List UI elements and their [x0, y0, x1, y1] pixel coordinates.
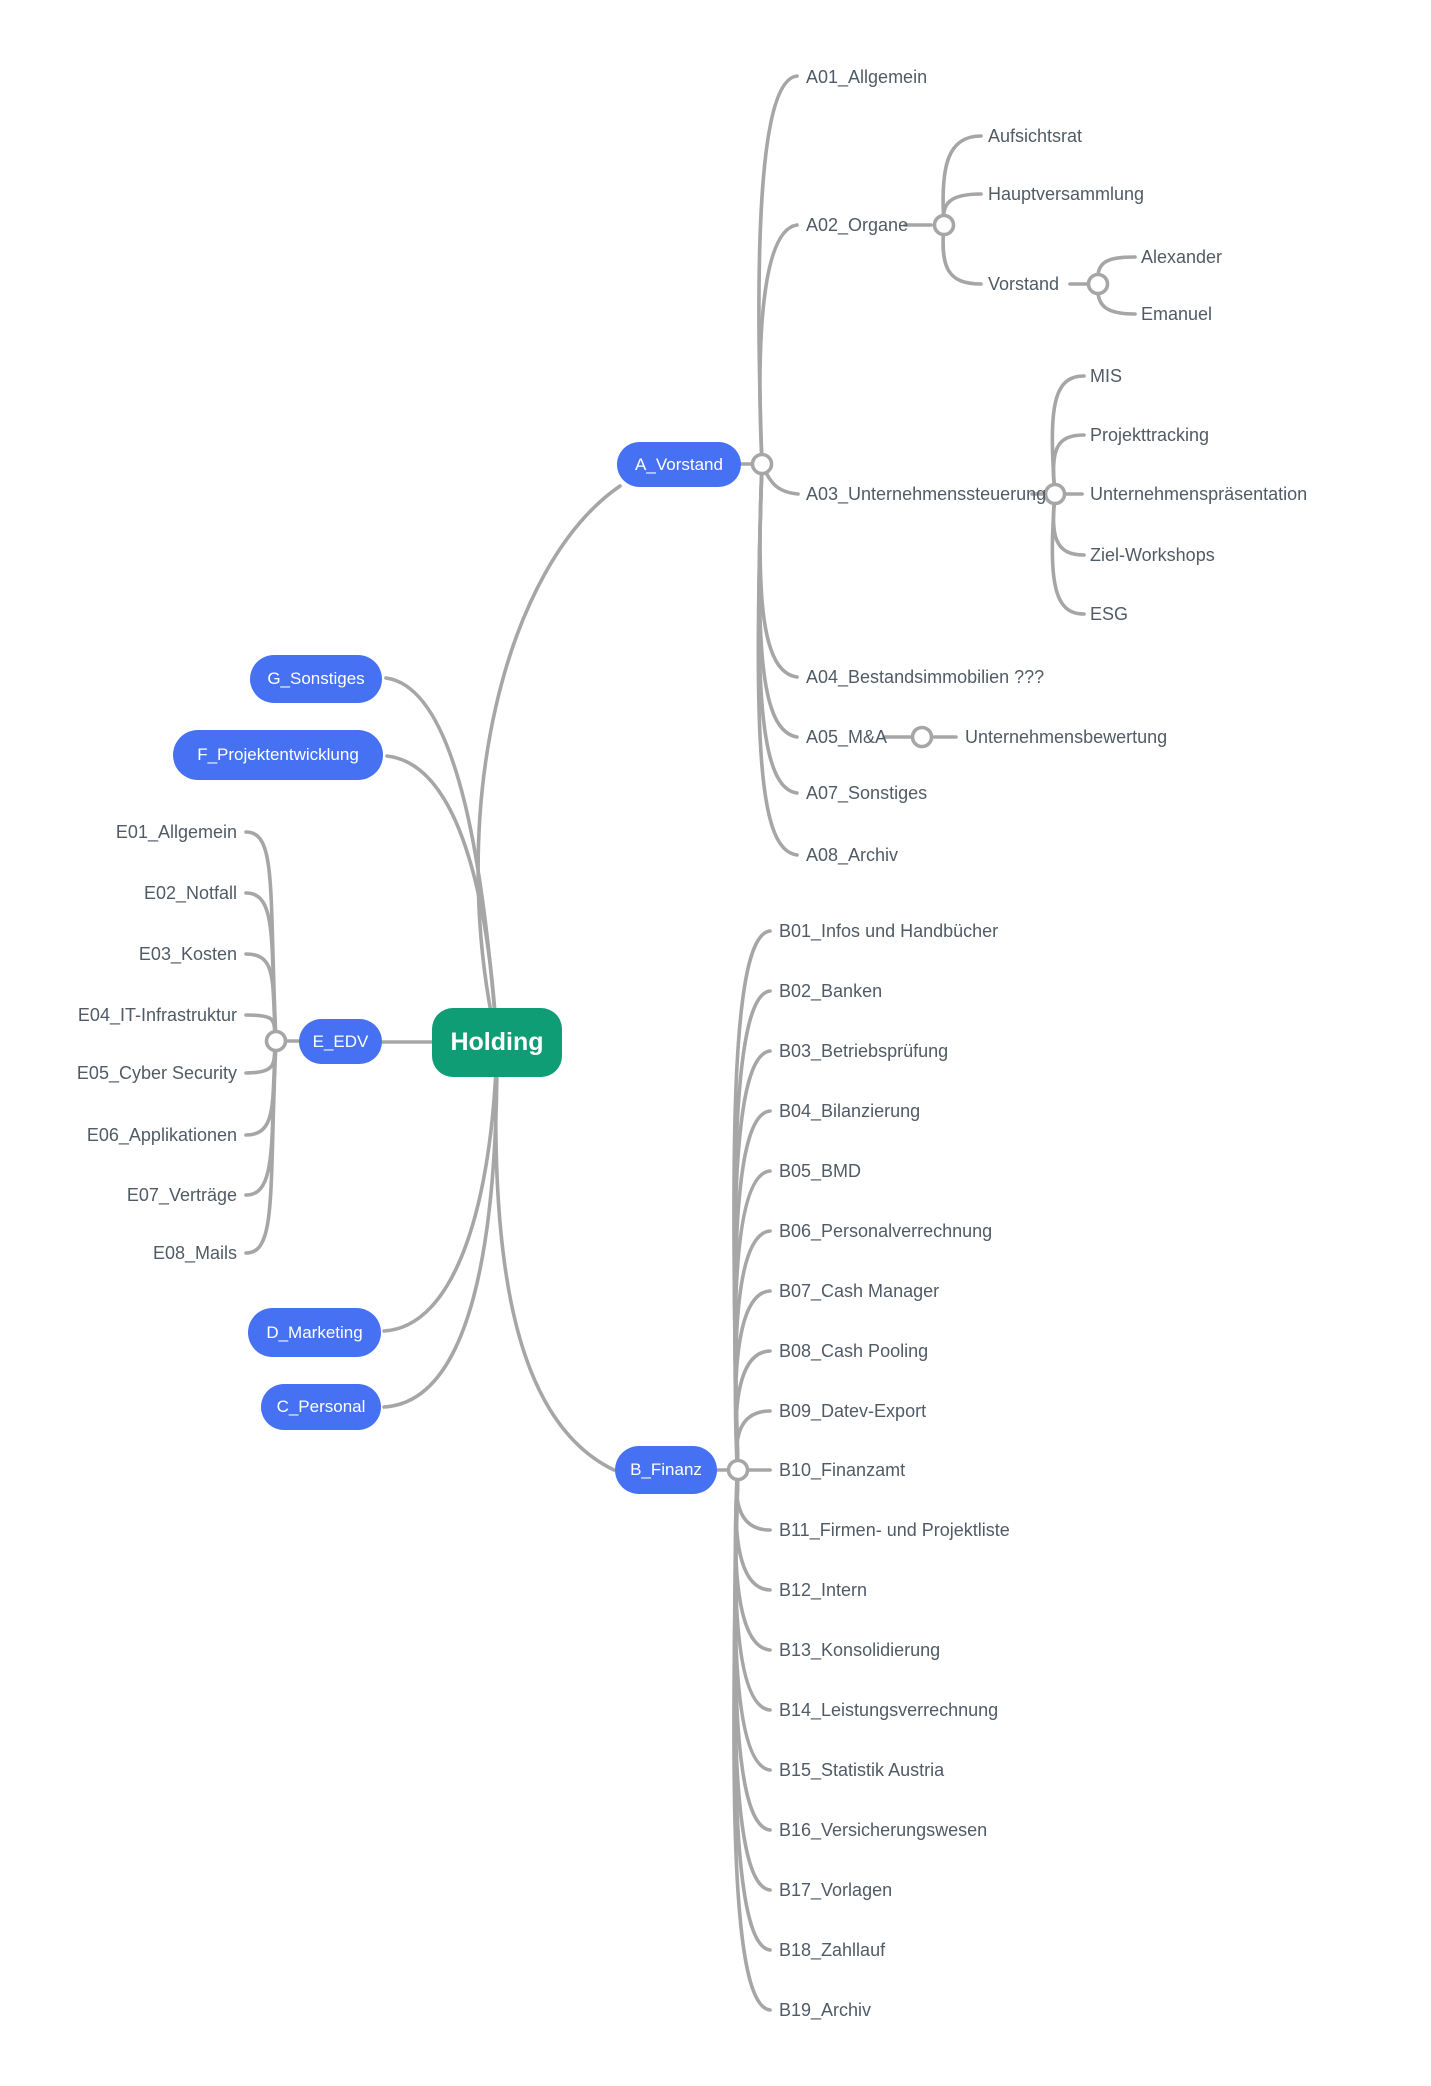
root-node-holding[interactable]: Holding: [432, 1008, 562, 1077]
topic-b03-betriebspruefung[interactable]: B03_Betriebsprüfung: [779, 1041, 949, 1061]
topic-projekttracking[interactable]: Projekttracking: [1090, 425, 1210, 445]
edge-aufsichtsrat: [941, 134, 983, 227]
topic-b14-leistungsverrechnung[interactable]: B14_Leistungsverrechnung: [779, 1700, 999, 1720]
edge-root-g-sonstiges: [384, 676, 499, 1044]
topic-ziel-workshops[interactable]: Ziel-Workshops: [1090, 545, 1215, 565]
branch-g-sonstiges[interactable]: G_Sonstiges: [250, 655, 382, 703]
topic-e04-it-infrastruktur[interactable]: E04_IT-Infrastruktur: [77, 1005, 237, 1025]
branch-c-personal[interactable]: C_Personal: [261, 1384, 381, 1430]
topic-a01-allgemein[interactable]: A01_Allgemein: [806, 67, 928, 87]
topic-a03-unternehmenssteuerung[interactable]: A03_Unternehmenssteuerung: [806, 484, 1047, 504]
edge-b05: [733, 1169, 772, 1472]
edge-a08: [756, 462, 799, 857]
topic-e01-allgemein[interactable]: E01_Allgemein: [115, 822, 237, 842]
edge-root-f-projektentwicklung: [385, 754, 499, 1044]
topic-alexander[interactable]: Alexander: [1141, 247, 1223, 267]
topic-emanuel[interactable]: Emanuel: [1141, 304, 1213, 324]
collapse-handle-a03[interactable]: [1043, 482, 1067, 506]
branch-e-edv[interactable]: E_EDV: [299, 1019, 382, 1064]
topic-a05-ma[interactable]: A05_M&A: [806, 727, 888, 747]
branch-b-finanz[interactable]: B_Finanz: [615, 1446, 717, 1494]
branch-a-vorstand[interactable]: A_Vorstand: [617, 442, 741, 487]
topic-b05-bmd[interactable]: B05_BMD: [779, 1161, 862, 1181]
topic-b06-personalverrechnung[interactable]: B06_Personalverrechnung: [779, 1221, 993, 1241]
topic-b12-intern[interactable]: B12_Intern: [779, 1580, 868, 1600]
topic-b07-cash-manager[interactable]: B07_Cash Manager: [779, 1281, 940, 1301]
edge-vorstand: [941, 223, 983, 286]
edge-e08: [244, 1039, 278, 1255]
edge-a04: [758, 462, 799, 679]
topic-b19-archiv[interactable]: B19_Archiv: [779, 2000, 872, 2020]
edge-a01: [757, 74, 799, 466]
topic-b02-banken[interactable]: B02_Banken: [779, 981, 883, 1001]
branch-f-projektentwicklung[interactable]: F_Projektentwicklung: [173, 730, 383, 780]
edge-a05: [757, 462, 799, 739]
collapse-handle-b-finanz[interactable]: [726, 1458, 750, 1482]
edge-root-b-finanz: [493, 1040, 616, 1472]
edge-root-d-marketing: [382, 1040, 499, 1333]
topic-unternehmenspraesentation[interactable]: Unternehmenspräsentation: [1090, 484, 1308, 504]
topic-b13-konsolidierung[interactable]: B13_Konsolidierung: [779, 1640, 941, 1660]
topic-e02-notfall[interactable]: E02_Notfall: [143, 883, 237, 903]
topic-b10-finanzamt[interactable]: B10_Finanzamt: [779, 1460, 906, 1480]
topic-a04-bestandsimmobilien[interactable]: A04_Bestandsimmobilien ???: [806, 667, 1045, 687]
topic-unternehmensbewertung[interactable]: Unternehmensbewertung: [965, 727, 1168, 747]
topic-b15-statistik-austria[interactable]: B15_Statistik Austria: [779, 1760, 945, 1780]
edge-root-a-vorstand: [476, 484, 622, 1044]
topic-b04-bilanzierung[interactable]: B04_Bilanzierung: [779, 1101, 921, 1121]
topic-mis[interactable]: MIS: [1090, 366, 1123, 386]
topic-e05-cyber-security[interactable]: E05_Cyber Security: [76, 1063, 237, 1083]
topic-a07-sonstiges[interactable]: A07_Sonstiges: [806, 783, 928, 803]
edge-a02: [758, 223, 799, 466]
topic-b09-datev-export[interactable]: B09_Datev-Export: [779, 1401, 927, 1421]
topic-e03-kosten[interactable]: E03_Kosten: [138, 944, 237, 964]
topic-e08-mails[interactable]: E08_Mails: [152, 1243, 237, 1263]
topic-aufsichtsrat[interactable]: Aufsichtsrat: [988, 126, 1083, 146]
topic-esg[interactable]: ESG: [1090, 604, 1129, 624]
edge-esg: [1050, 492, 1086, 616]
topic-b16-versicherungswesen[interactable]: B16_Versicherungswesen: [779, 1820, 988, 1840]
topic-hauptversammlung[interactable]: Hauptversammlung: [988, 184, 1145, 204]
edge-b19: [732, 1468, 772, 2012]
collapse-handle-a02-organe[interactable]: [932, 213, 956, 237]
edge-root-c-personal: [382, 1040, 499, 1409]
edge-projekttracking: [1051, 433, 1086, 496]
topic-vorstand[interactable]: Vorstand: [988, 274, 1060, 294]
topic-b08-cash-pooling[interactable]: B08_Cash Pooling: [779, 1341, 929, 1361]
collapse-handle-vorstand[interactable]: [1086, 272, 1110, 296]
topic-b11-firmen-und-projektliste[interactable]: B11_Firmen- und Projektliste: [779, 1520, 1010, 1540]
topic-b17-vorlagen[interactable]: B17_Vorlagen: [779, 1880, 893, 1900]
collapse-handle-e-edv[interactable]: [264, 1029, 288, 1053]
topic-e07-vertraege[interactable]: E07_Verträge: [126, 1185, 237, 1205]
topic-b18-zahllauf[interactable]: B18_Zahllauf: [779, 1940, 886, 1960]
topic-a02-organe[interactable]: A02_Organe: [806, 215, 909, 235]
collapse-handle-a-vorstand[interactable]: [750, 452, 774, 476]
collapse-handle-a05[interactable]: [910, 725, 934, 749]
topic-b01-infos-und-handbuecher[interactable]: B01_Infos und Handbücher: [779, 921, 999, 941]
topic-a08-archiv[interactable]: A08_Archiv: [806, 845, 899, 865]
branch-d-marketing[interactable]: D_Marketing: [248, 1308, 381, 1357]
topic-e06-applikationen[interactable]: E06_Applikationen: [86, 1125, 237, 1145]
